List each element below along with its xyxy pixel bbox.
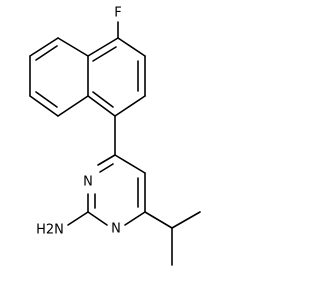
bond-n3-c4 [97,154,116,166]
bond-c4-c5 [114,154,146,174]
bond-c4a-c4 [87,37,119,57]
bond-c2-c3 [114,95,146,117]
bond-c7-c8 [29,95,59,117]
atom-label-nitrogen-bottom: N [111,222,121,237]
bond-c1-c8a-inner [92,91,114,108]
bond-c6-ch [144,211,173,229]
bond-c2-nh2 [67,211,89,226]
bond-c4a-c4-inner [92,46,117,62]
bond-n3-c4-inner [99,163,114,173]
bond-n1-c2 [87,211,108,226]
bond-c1-c8a [87,95,116,117]
atom-label-fluorine: F [114,6,121,21]
bond-c7-c8-inner [35,91,58,108]
chemical-structure-diagram: F N N H2N [29,6,201,266]
bond-c5-c6 [29,37,59,57]
bond-c4a-c5 [57,37,89,57]
bond-ch-me1 [171,211,201,229]
bond-c8-c8a [57,95,89,117]
atom-label-amine: H2N [36,223,64,238]
bond-c4-cf [117,37,146,57]
atom-label-nitrogen-top: N [83,175,93,190]
bond-c5-c6-inner [35,45,58,61]
bond-c6-n1 [124,211,146,226]
